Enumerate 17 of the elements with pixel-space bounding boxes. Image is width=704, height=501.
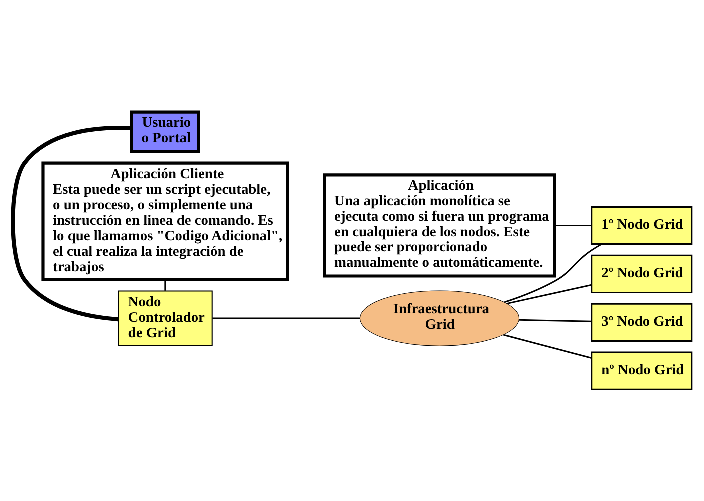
node-box: 2º Nodo Grid	[590, 254, 692, 294]
node-box: 3º Nodo Grid	[590, 302, 692, 342]
connector	[504, 243, 602, 303]
node-box: Usuario o Portal	[130, 110, 200, 153]
connector	[164, 280, 166, 290]
node-ellipse: Infraestructura Grid	[359, 290, 520, 346]
connector	[503, 334, 592, 358]
connector	[506, 284, 592, 304]
node-box: Aplicación Cliente Esta puede ser un script ejecutable, o un proceso, o simplemente una instrucción en linea de comando. Es lo que llamamos "Codigo Adicional", el cual realiza la integración de trabajos	[41, 161, 289, 281]
node-box: Nodo Controlador de Grid	[118, 290, 212, 346]
node-box: 1º Nodo Grid	[590, 206, 692, 245]
node-box: nº Nodo Grid	[590, 351, 692, 390]
connector	[212, 317, 360, 319]
connector	[518, 318, 592, 322]
connector	[554, 224, 591, 226]
node-box: Aplicación Una aplicación monolítica se ejecuta como si fuera un programa en cualquiera de los nodos. Este puede ser proporcionado manualmente o automáticamente.	[322, 173, 556, 278]
connector	[10, 126, 132, 322]
